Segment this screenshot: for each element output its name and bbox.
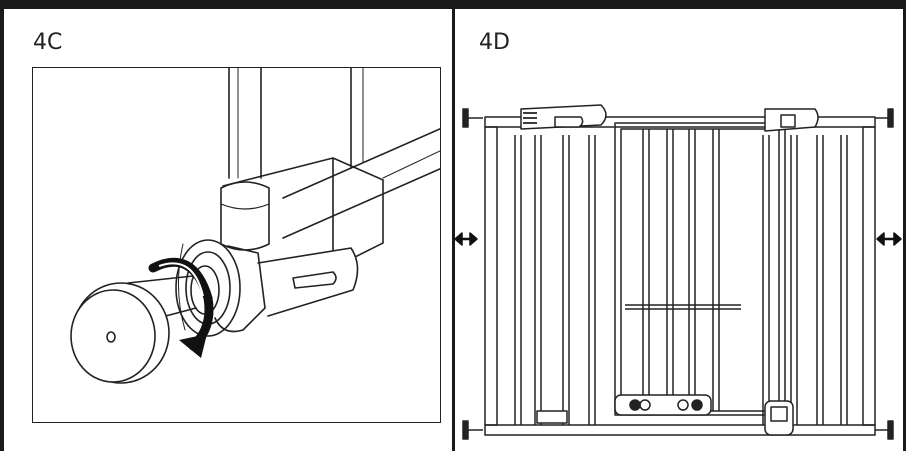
- gate-front-view: [455, 104, 902, 440]
- double-arrow-icon: [455, 232, 478, 246]
- right-border: [903, 0, 906, 451]
- panel-divider: [452, 0, 455, 451]
- left-border: [0, 0, 4, 451]
- pressure-bolt-illustration: [70, 68, 440, 384]
- panel-4c-label: 4C: [33, 30, 63, 55]
- panel-4d-label: 4D: [479, 30, 510, 55]
- double-arrow-icon: [876, 232, 902, 246]
- rotate-arrow-icon: [148, 257, 214, 358]
- pressure-bolt-detail: [32, 67, 441, 423]
